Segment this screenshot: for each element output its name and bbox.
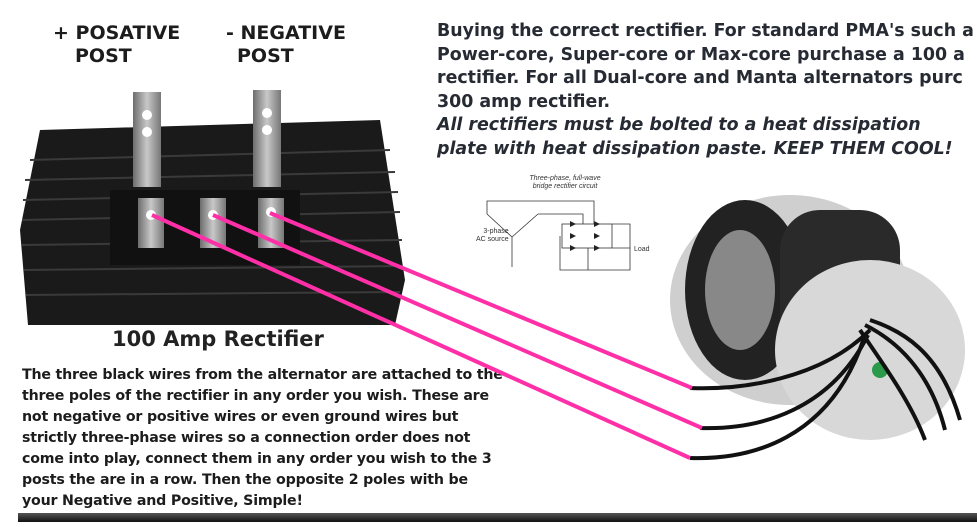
positive-post-label: + POSATIVE POST [53,22,180,68]
circuit-diagram: Three-phase, full-wave bridge rectifier … [470,172,650,272]
negative-post-label-line2: POST [237,45,294,67]
divider-bar [18,513,977,522]
warning-line: All rectifiers must be bolted to a heat … [437,115,921,135]
buying-guide: Buying the correct rectifier. For standa… [437,20,974,161]
load-label: Load [634,246,650,253]
wire-2 [212,213,703,430]
negative-post-label: - NEGATIVE POST [226,22,346,68]
circuit-caption-line1: Three-phase, full-wave [529,175,601,182]
buying-line: Power-core, Super-core or Max-core purch… [437,44,965,65]
wire-3 [151,213,691,460]
wire-1 [269,211,693,390]
circuit-schematic [486,200,631,271]
buying-line: rectifier. For all Dual-core and Manta a… [437,68,963,88]
alternator-image [670,195,965,461]
positive-post-label-line2: POST [75,45,132,67]
ac-source-line1: 3-phase [483,228,509,235]
instructions-text: The three black wires from the alternato… [22,367,503,509]
ac-source-label: 3-phase AC source [476,228,509,244]
circuit-caption: Three-phase, full-wave bridge rectifier … [510,175,620,191]
ac-source-line2: AC source [476,236,509,243]
negative-post-label-line1: - NEGATIVE [226,22,346,44]
rectifier-image [20,90,405,325]
positive-post-label-line1: + POSATIVE [53,22,181,44]
buying-line: 300 amp rectifier. [437,91,611,112]
rectifier-title: 100 Amp Rectifier [112,327,324,351]
circuit-caption-line2: bridge rectifier circuit [532,183,598,190]
buying-line: Buying the correct rectifier. For standa… [437,21,974,41]
warning-line: plate with heat dissipation paste. KEEP … [437,138,953,159]
